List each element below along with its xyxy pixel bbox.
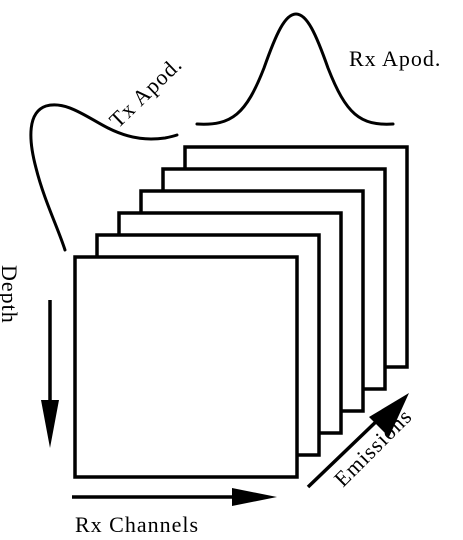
tx-apodization-curve xyxy=(29,103,179,252)
depth-label: Depth xyxy=(0,265,22,324)
emission-frames xyxy=(73,145,409,479)
emissions-arrow xyxy=(306,393,409,489)
rx-channels-arrowhead xyxy=(232,488,277,506)
tx-apodization-label: Tx Apod. xyxy=(104,51,187,132)
depth-arrowhead xyxy=(41,400,59,448)
depth-arrow xyxy=(41,300,59,448)
rx-apodization-curve xyxy=(195,12,395,126)
rx-channels-arrow xyxy=(72,488,277,506)
rx-channels-label: Rx Channels xyxy=(75,512,199,537)
emissions-arrowhead xyxy=(369,393,409,437)
emission-frame-1 xyxy=(73,255,299,479)
rx-apodization-label: Rx Apod. xyxy=(349,46,441,71)
